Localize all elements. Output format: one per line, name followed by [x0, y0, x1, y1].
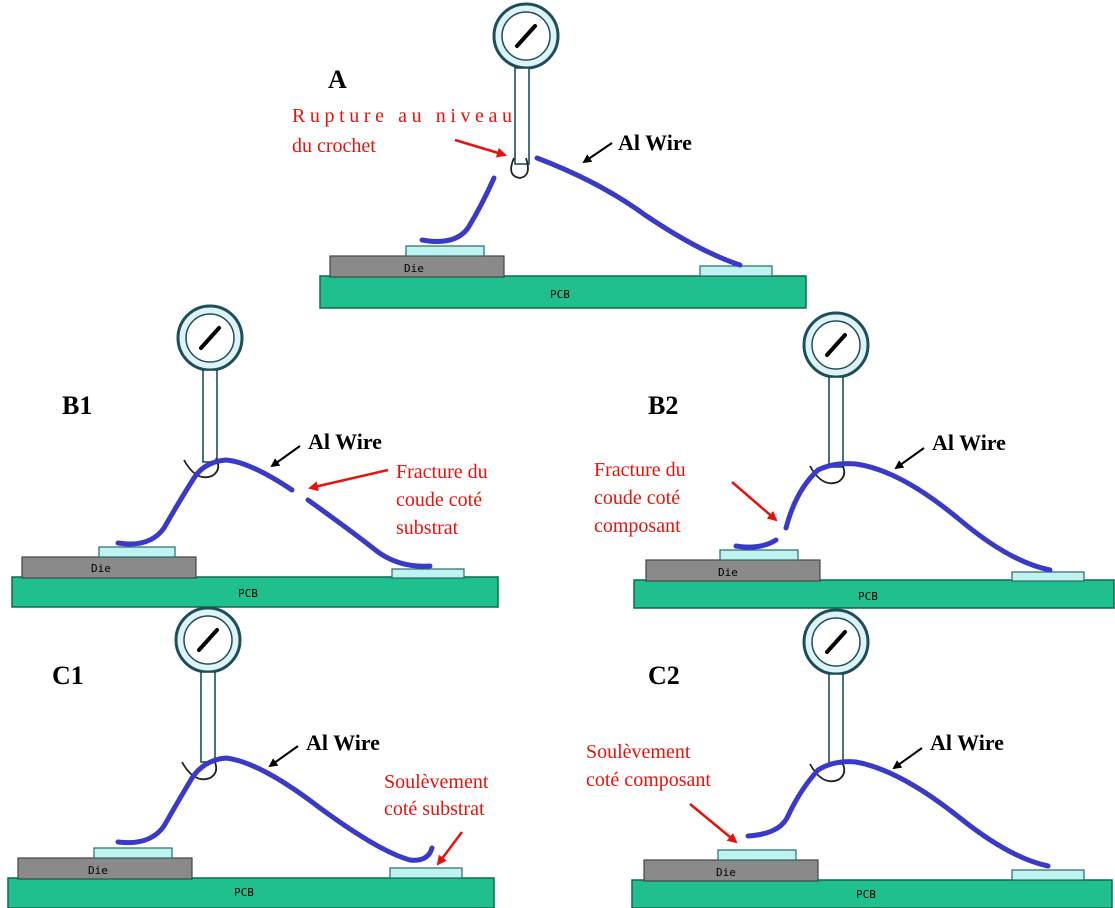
al-wire-label: Al Wire — [618, 130, 692, 155]
panel-b2: B2 PCB Die Al Wire Fracture du coude cot… — [594, 311, 1115, 609]
gauge-icon — [176, 304, 244, 479]
pcb-label: PCB — [858, 590, 878, 603]
die-pad — [98, 546, 176, 558]
pcb-board — [633, 579, 1115, 609]
substrate-pad — [699, 265, 773, 277]
panel-label-a: A — [328, 65, 347, 94]
substrate-pad — [391, 568, 465, 579]
note-line-1: Rupture au niveau — [292, 105, 512, 127]
substrate-pad — [1011, 869, 1085, 881]
panel-label-b1: B1 — [62, 391, 92, 420]
wire-pointer-arrow — [270, 445, 301, 468]
die-label: Die — [91, 562, 111, 575]
pcb-board — [631, 879, 1113, 908]
note-arrow — [689, 803, 738, 844]
note-line-2: coté substrat — [384, 798, 485, 820]
al-wire-label: Al Wire — [932, 430, 1006, 455]
die-label: Die — [718, 566, 738, 579]
wire-pointer-arrow — [894, 447, 925, 470]
die-pad — [717, 849, 797, 861]
panel-b1: B1 PCB Die Al Wire Fracture du coude cot… — [11, 304, 499, 608]
panel-label-b2: B2 — [648, 391, 678, 420]
note-arrow — [731, 481, 778, 522]
note-line-1: Soulèvement — [586, 741, 691, 763]
note-arrow — [454, 138, 507, 158]
gauge-icon — [802, 311, 870, 485]
al-wire-label: Al Wire — [930, 730, 1004, 755]
note-line-2: coté composant — [586, 769, 711, 791]
panel-c1: C1 PCB Die Al Wire Soulèvement coté subs… — [7, 606, 495, 908]
gauge-icon — [802, 608, 870, 783]
wire-pointer-arrow — [582, 142, 613, 164]
al-wire-label: Al Wire — [306, 730, 380, 755]
al-wire-left — [115, 457, 295, 547]
al-wire — [115, 755, 435, 863]
panel-label-c1: C1 — [52, 661, 84, 690]
gauge-icon — [174, 606, 242, 781]
die-label: Die — [716, 866, 736, 879]
note-line-2: coude coté — [594, 487, 680, 509]
note-line-1: Fracture du — [594, 459, 686, 481]
die-pad — [405, 245, 485, 257]
wire-pointer-arrow — [268, 745, 299, 768]
note-line-2: coude coté — [396, 489, 482, 511]
al-wire — [745, 759, 1051, 869]
die-label: Die — [404, 262, 424, 275]
pcb-label: PCB — [550, 288, 570, 301]
al-wire-right — [534, 155, 743, 268]
panel-a: A PCB Die Al Wire Rupture au niveau du c… — [292, 2, 807, 309]
note-arrow — [436, 831, 463, 866]
note-line-3: substrat — [396, 517, 459, 539]
al-wire-label: Al Wire — [308, 429, 382, 454]
al-wire-stub — [733, 537, 779, 550]
pcb-board — [11, 576, 499, 608]
al-wire-right — [305, 497, 433, 569]
gauge-icon — [492, 2, 560, 179]
substrate-pad — [1011, 571, 1085, 582]
die-pad — [93, 847, 173, 859]
pcb-board — [319, 275, 807, 309]
al-wire-left — [419, 175, 497, 244]
note-arrow — [308, 468, 389, 492]
note-line-1: Fracture du — [396, 461, 488, 483]
substrate-pad — [389, 867, 463, 879]
pcb-board — [7, 877, 495, 908]
note-line-1: Soulèvement — [384, 771, 489, 793]
al-wire-main — [783, 461, 1053, 573]
pcb-label: PCB — [234, 886, 254, 899]
note-line-2: du crochet — [292, 135, 376, 157]
pcb-label: PCB — [856, 888, 876, 901]
panel-c2: C2 PCB Die Al Wire Soulèvement coté comp… — [586, 608, 1113, 908]
panel-label-c2: C2 — [648, 661, 680, 690]
die-label: Die — [88, 864, 108, 877]
wire-pointer-arrow — [892, 747, 923, 770]
note-line-3: composant — [594, 515, 681, 537]
die-pad — [719, 549, 799, 561]
pcb-label: PCB — [238, 587, 258, 600]
